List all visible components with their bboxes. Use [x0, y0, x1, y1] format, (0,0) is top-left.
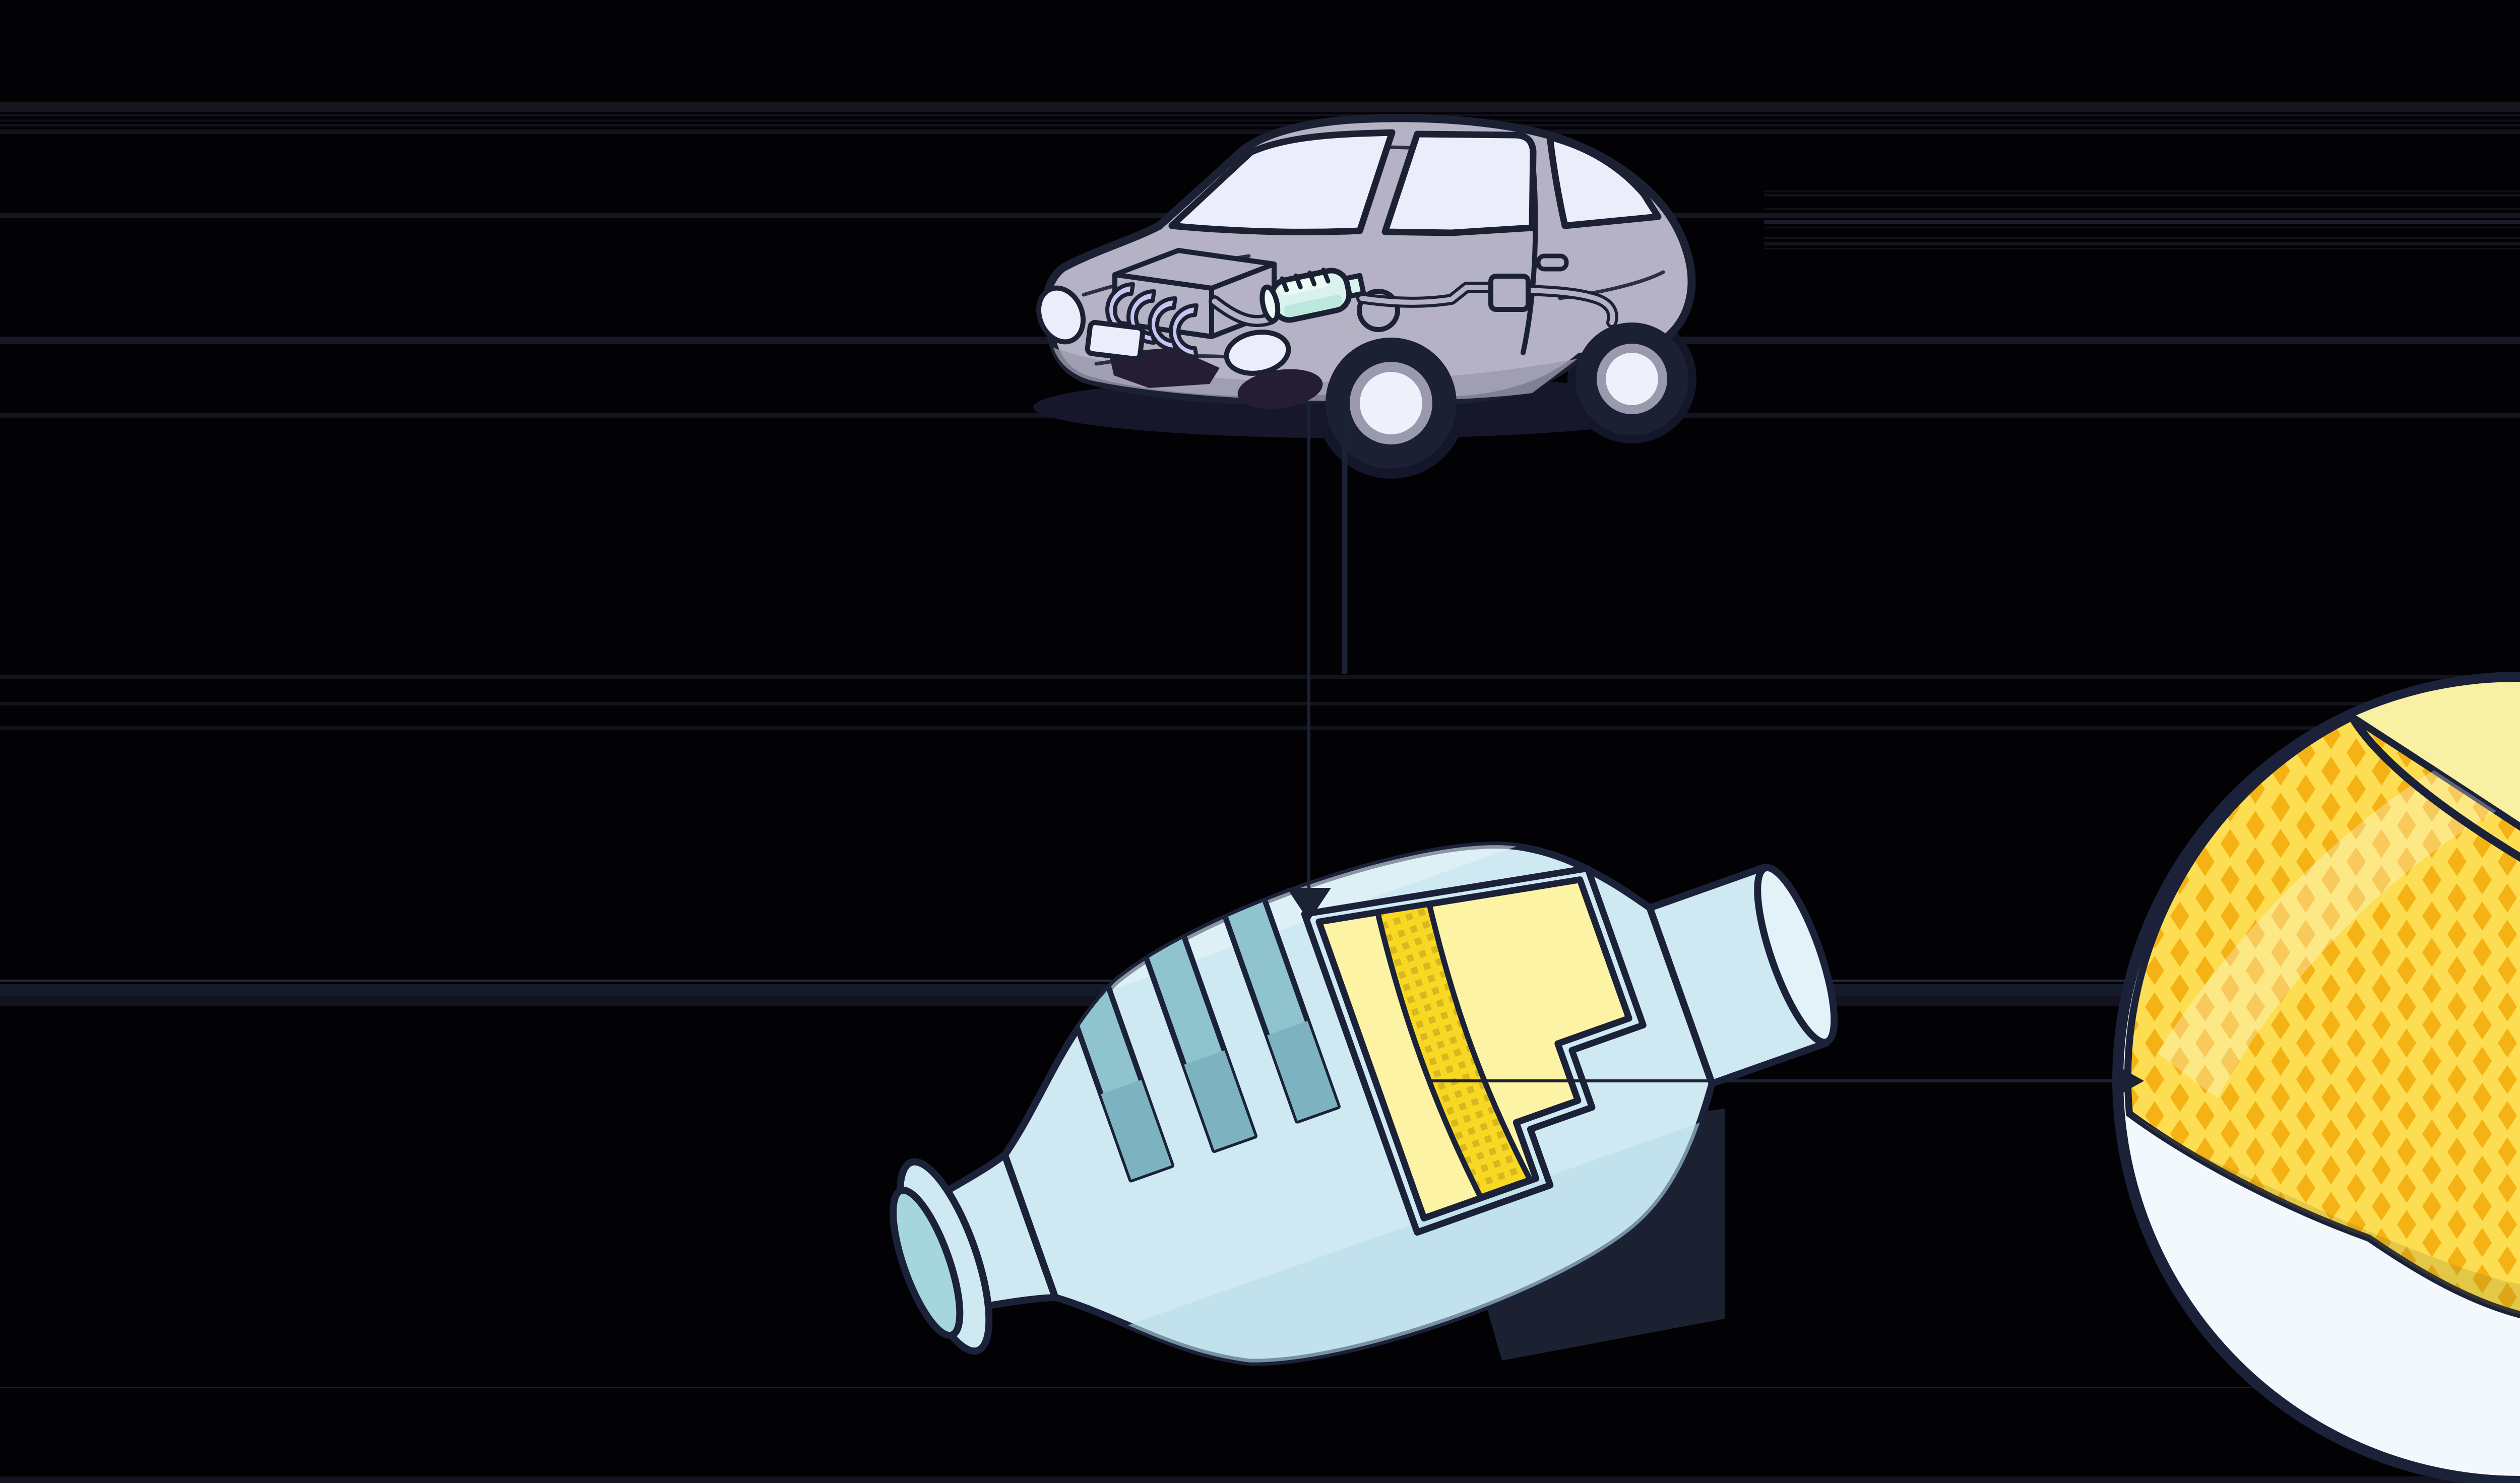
car-illustration [1033, 114, 1696, 479]
rear-wheel [1576, 323, 1688, 435]
engine-downpipe [1209, 295, 1277, 328]
substrate-honeycomb-face [2124, 713, 2520, 1319]
door-seam [1521, 149, 1538, 355]
honeycomb-bottom-shadow [2129, 1114, 2520, 1324]
honeycomb-rim-highlight [2157, 750, 2520, 1099]
car-to-converter-arrowhead [1287, 888, 1331, 921]
license-plate [1085, 320, 1146, 362]
converter-to-circle-arrowhead [2120, 1067, 2144, 1094]
catalyst-substrate-band [1374, 901, 1533, 1200]
converter-inlet-opening [890, 1186, 964, 1339]
grille-intake-dark-2 [1237, 369, 1323, 409]
headlight [1036, 285, 1086, 345]
door-handle [1536, 253, 1569, 272]
rear-quarter-window [1546, 134, 1662, 229]
windshield [1168, 129, 1396, 235]
mini-catalytic-converter [1259, 267, 1366, 324]
exhaust-manifold-pipes [1105, 282, 1199, 359]
magnifier-circle-illustration [2112, 672, 2520, 1483]
converter-cutaway-outer-frame [1301, 865, 1647, 1236]
fog-light [1224, 330, 1291, 376]
front-wheel [1326, 338, 1457, 469]
callout-arrows [1287, 401, 2144, 1094]
exhaust-pipe [1356, 282, 1618, 328]
converter-outlet-cap [1754, 864, 1838, 1046]
exhaust-bracket-box [1488, 274, 1531, 312]
substrate-cut-edge [2349, 715, 2520, 862]
catalytic-converter-illustration [890, 780, 1838, 1442]
